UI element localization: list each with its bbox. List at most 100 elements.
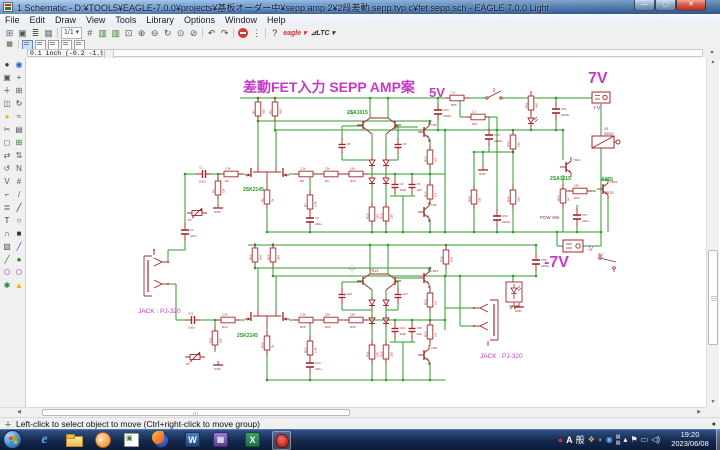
sw2-S2[interactable] — [598, 254, 617, 272]
pot-P2[interactable]: P2 — [185, 351, 205, 366]
schematic-text[interactable]: 2SK2145 — [237, 333, 258, 339]
change-tool[interactable]: ≈ — [16, 112, 22, 121]
menu-file[interactable]: File — [5, 15, 20, 25]
scroll-left-icon[interactable]: ◀ — [17, 409, 21, 415]
schematic-text[interactable]: JACK : PJ-320 — [138, 308, 181, 315]
gnd-GND[interactable]: GND — [478, 166, 488, 176]
text-tool[interactable]: T — [4, 216, 10, 225]
horizontal-scroll-thumb[interactable] — [42, 409, 350, 416]
zoom-prev-icon[interactable]: ⊘ — [189, 28, 198, 38]
mirror-tool[interactable]: ◫ — [3, 99, 11, 108]
ime-toolbar-icon[interactable]: ▤▤ — [615, 433, 621, 446]
command-line-input[interactable] — [113, 49, 703, 57]
save-icon[interactable]: ▣ — [18, 28, 27, 38]
value-tool[interactable]: V — [4, 177, 10, 186]
close-button[interactable]: ✕ — [676, 0, 706, 11]
sheet-list-icon[interactable]: ▥ — [98, 28, 107, 38]
scroll-down-icon[interactable]: ▼ — [710, 399, 716, 405]
zoom-ratio-select[interactable]: 1/1 ▾ — [61, 27, 83, 39]
menu-options[interactable]: Options — [183, 15, 215, 25]
media-player-icon[interactable]: ▸ — [94, 431, 111, 448]
tray-folder-icon[interactable]: ◗ — [597, 435, 603, 444]
show-desktop-button[interactable] — [716, 429, 720, 450]
zoom-select-icon[interactable]: ⊙ — [176, 28, 185, 38]
pot-P1[interactable]: P1 — [187, 207, 207, 222]
cv-C26[interactable]: C26 — [338, 288, 353, 304]
tray-tool-icon[interactable]: ❖ — [587, 435, 595, 444]
dv-D6[interactable] — [382, 297, 390, 309]
word-icon[interactable]: W — [184, 431, 201, 448]
sheet-button-3[interactable] — [48, 39, 59, 50]
utility-app-icon[interactable]: ▦ — [212, 431, 229, 448]
schematic-text[interactable]: X1 — [604, 126, 610, 131]
layer-settings-icon[interactable]: ▦ — [6, 40, 13, 48]
jackL-J1[interactable] — [143, 249, 169, 297]
scroll-up-icon[interactable]: ▲ — [710, 59, 716, 65]
net-wires[interactable] — [167, 96, 609, 382]
title-bar[interactable]: 1 Schematic - D:¥TOOL5¥EAGLE-7.0.0¥proje… — [0, 0, 720, 15]
dv-D3[interactable] — [368, 175, 376, 187]
split-tool[interactable]: / — [17, 190, 21, 199]
ime-direct-input[interactable]: A — [566, 434, 573, 445]
show-tool[interactable]: ◉ — [15, 60, 23, 69]
mark-tool[interactable]: + — [16, 73, 22, 82]
eagle-logo[interactable]: eagle ▾ — [283, 30, 307, 37]
gnd-GND[interactable]: GND — [213, 204, 223, 214]
pnpp-TRJ1[interactable] — [357, 273, 401, 291]
gnd-GND[interactable]: GND — [213, 361, 223, 371]
arc-tool[interactable]: ∩ — [4, 229, 10, 238]
tray-expand-icon[interactable]: ▴ — [623, 435, 628, 444]
npn-TR12[interactable]: TR12 — [418, 268, 439, 288]
smash-tool[interactable]: # — [16, 177, 22, 186]
schematic-text[interactable]: TR22 — [604, 190, 615, 195]
eagle-app-icon[interactable] — [272, 431, 291, 450]
dv-D4[interactable] — [382, 175, 390, 187]
sheet-button-5[interactable] — [74, 39, 85, 50]
schematic-text[interactable]: POW SW — [540, 215, 560, 220]
schematic-text[interactable]: A965 — [601, 177, 613, 183]
sheet-button-4[interactable] — [61, 39, 72, 50]
help-icon[interactable]: ? — [272, 28, 278, 38]
npn-TR21[interactable]: TR21 — [560, 157, 581, 177]
erc-tool[interactable]: ✱ — [3, 281, 11, 290]
menu-help[interactable]: Help — [266, 15, 286, 25]
dv-D8[interactable] — [382, 315, 390, 327]
taskbar-clock[interactable]: 19:20 2023/06/08 — [664, 430, 716, 448]
bus-tool[interactable]: ╱ — [16, 242, 22, 251]
menu-view[interactable]: View — [86, 15, 106, 25]
menu-edit[interactable]: Edit — [29, 15, 46, 25]
dv-D7[interactable] — [368, 315, 376, 327]
add-tool[interactable]: ⊞ — [15, 138, 23, 147]
start-button[interactable] — [3, 430, 22, 449]
open-icon[interactable]: ⊞ — [5, 28, 14, 38]
redo-icon[interactable]: ↷ — [220, 28, 229, 38]
print-icon[interactable]: ≣ — [31, 28, 40, 38]
dv-D2[interactable] — [382, 157, 390, 169]
schematic-text[interactable]: JACK : PJ-320 — [480, 353, 523, 360]
